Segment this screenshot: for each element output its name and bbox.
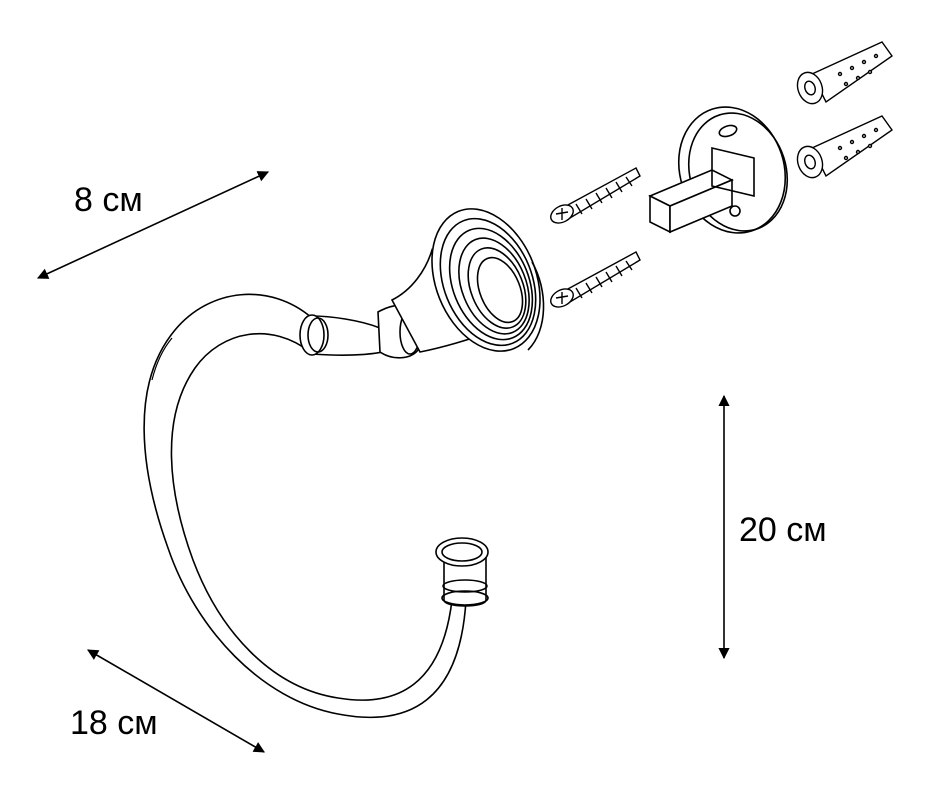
wall-flange-base — [390, 208, 545, 353]
screw-bottom — [550, 251, 641, 308]
ring-end-cap — [435, 537, 489, 607]
screw-top — [550, 167, 641, 224]
wall-anchor-bottom — [796, 115, 893, 179]
towel-ring — [143, 293, 467, 719]
depth-dimension-arrow — [87, 649, 265, 753]
height-dimension-label: 20 см — [739, 511, 827, 549]
width-dimension-arrow — [36, 171, 270, 279]
mounting-plate — [648, 106, 789, 234]
width-dimension-label: 8 см — [74, 181, 143, 219]
wall-anchor-top — [796, 41, 893, 105]
depth-dimension-label: 18 см — [70, 704, 158, 742]
